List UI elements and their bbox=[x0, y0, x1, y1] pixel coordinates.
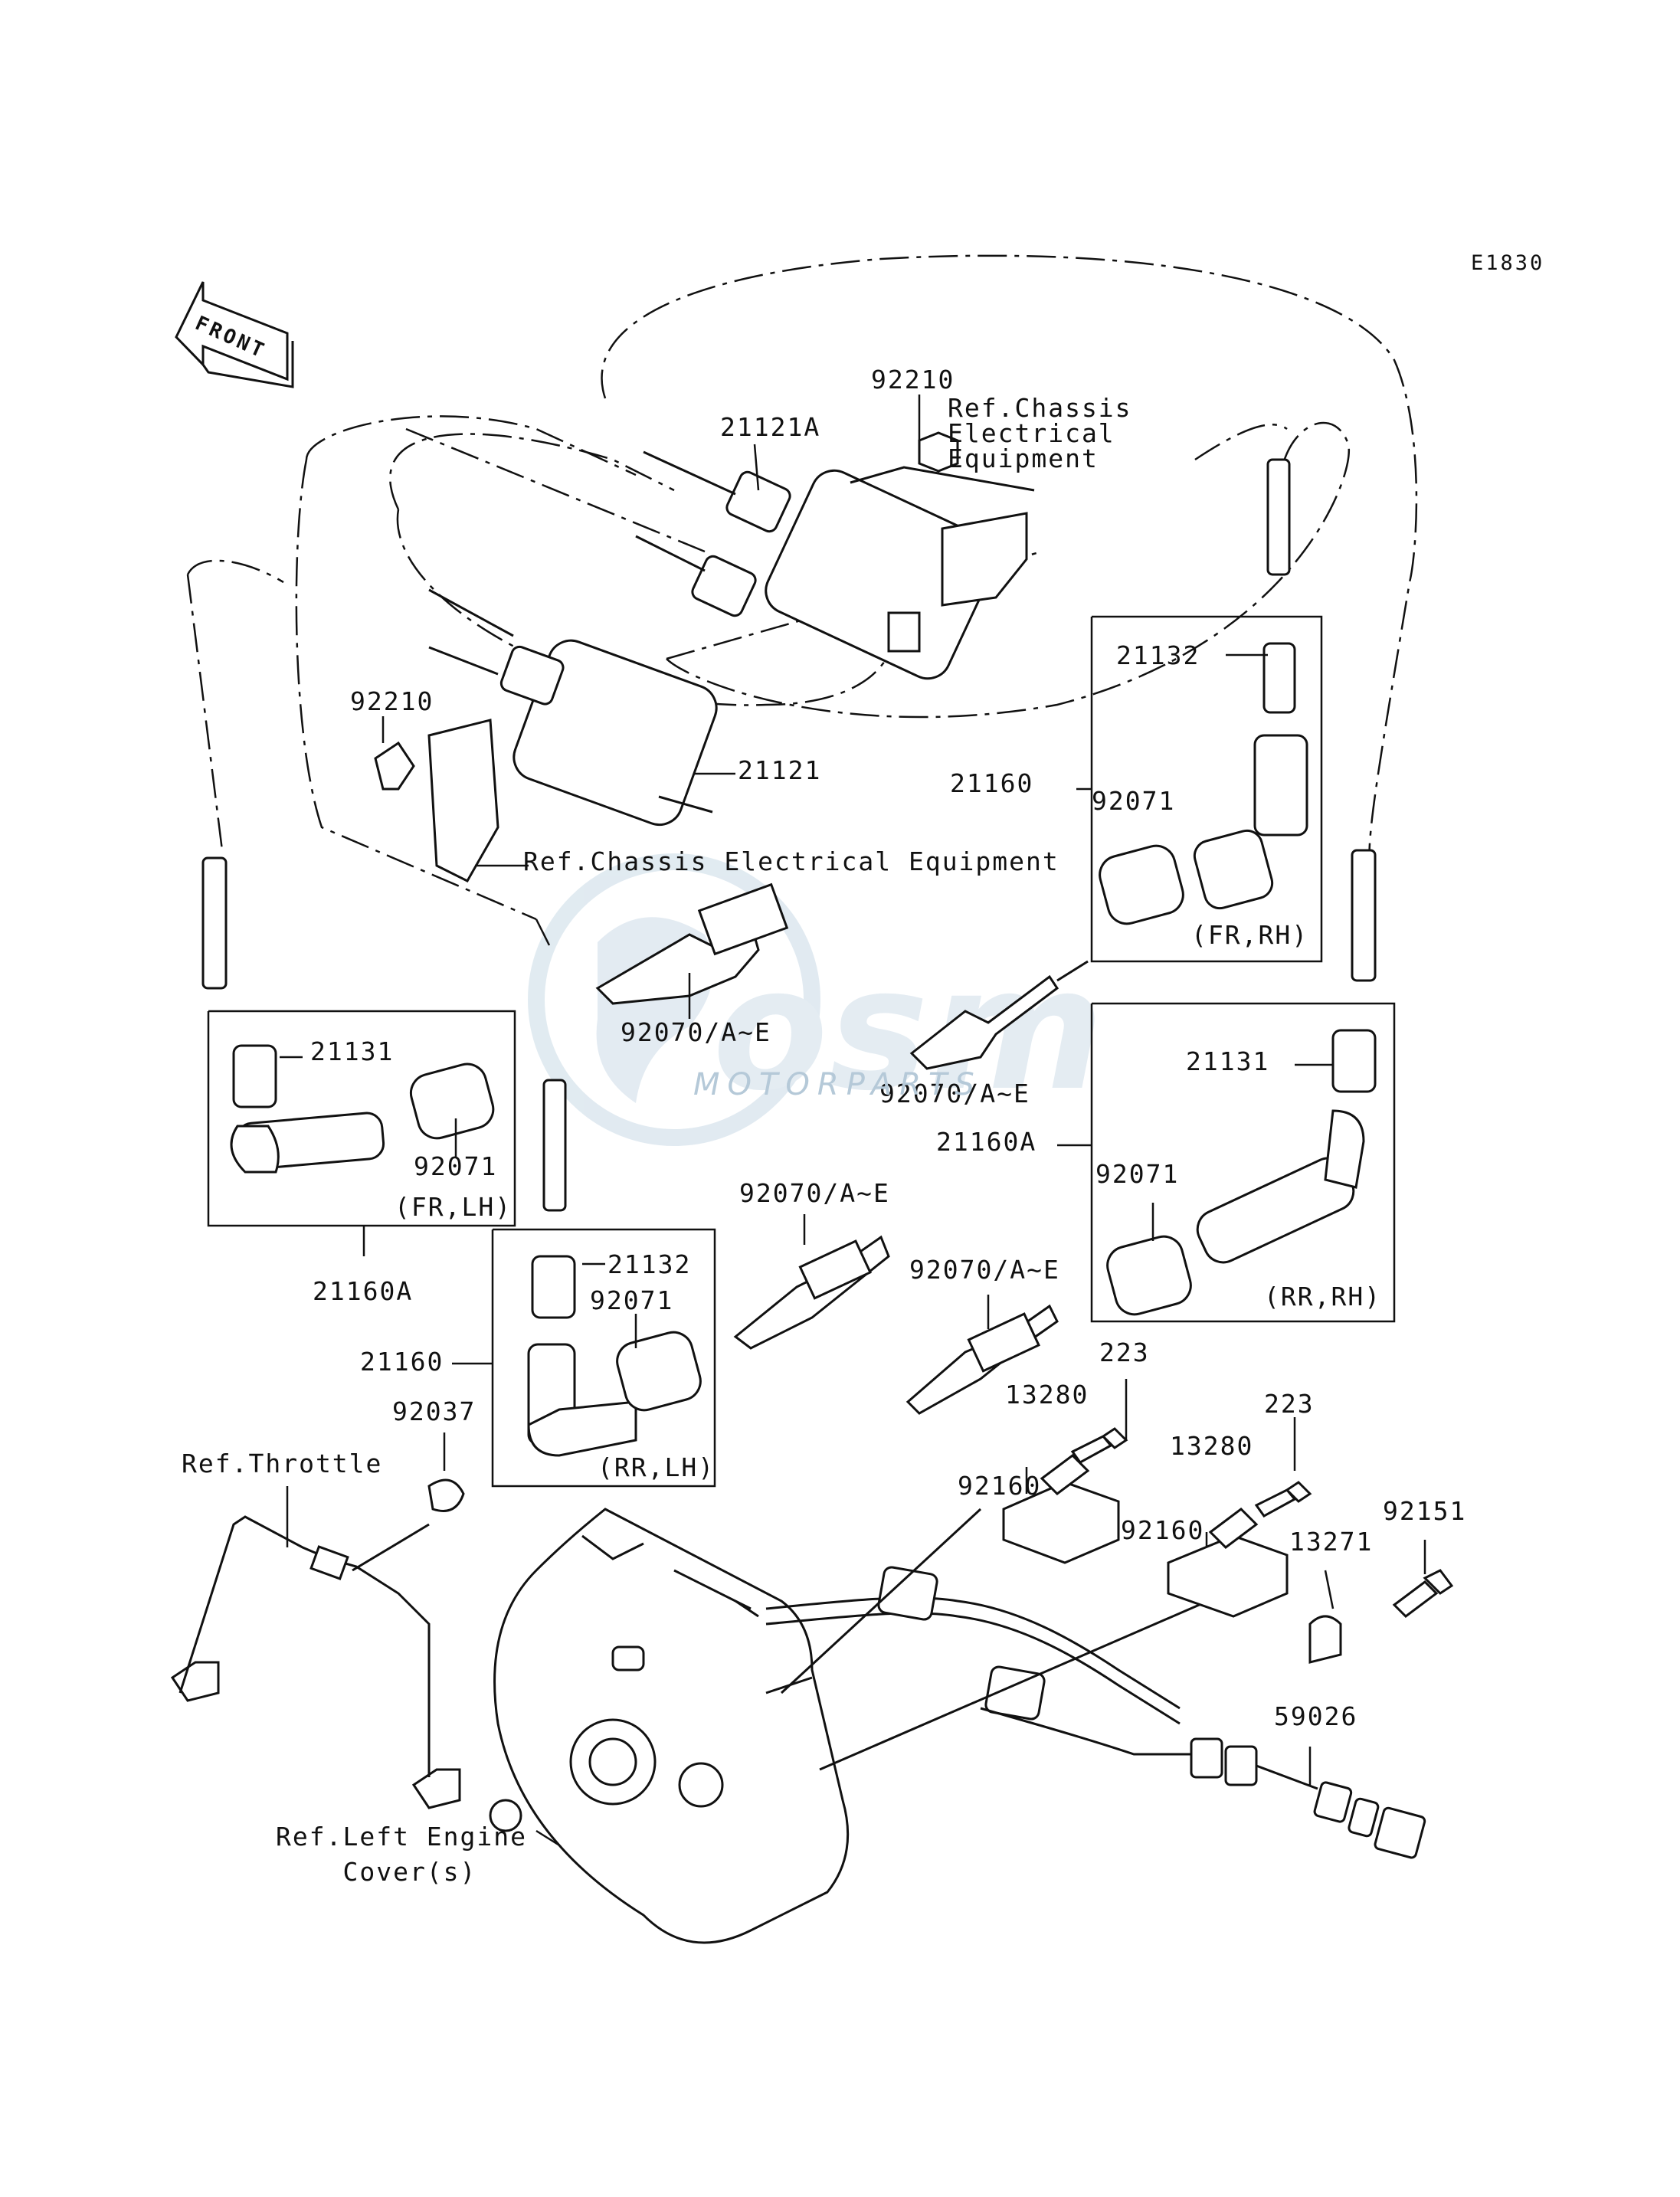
screw-92151-icon bbox=[1392, 1569, 1454, 1618]
watermark-tagline: MOTORPARTS bbox=[693, 1067, 982, 1102]
label-21131-left: 21131 bbox=[310, 1036, 395, 1066]
label-rr-rh: (RR,RH) bbox=[1264, 1282, 1382, 1311]
label-59026: 59026 bbox=[1274, 1701, 1358, 1731]
label-92071-fr-rh: 92071 bbox=[1092, 786, 1176, 816]
bolt-223-b-icon bbox=[1254, 1481, 1312, 1518]
label-92071-rr-lh: 92071 bbox=[590, 1285, 674, 1315]
leader-lines bbox=[280, 395, 1426, 1852]
label-92070-lower-right: 92070/A~E bbox=[909, 1255, 1060, 1285]
throttle-bracket bbox=[170, 1478, 465, 1809]
frame-fr-rh bbox=[1090, 615, 1323, 963]
label-92210-left: 92210 bbox=[350, 686, 434, 716]
label-92070-lower-left: 92070/A~E bbox=[739, 1178, 890, 1208]
label-92151: 92151 bbox=[1383, 1496, 1467, 1526]
spark-plug-center bbox=[595, 882, 789, 1005]
label-92210-top: 92210 bbox=[871, 365, 955, 395]
dashed-outline-top-coil bbox=[389, 254, 1418, 874]
label-fr-rh: (FR,RH) bbox=[1191, 920, 1309, 950]
spark-plug-right bbox=[909, 960, 1089, 1070]
label-21160A-left: 21160A bbox=[313, 1276, 414, 1306]
dashed-lead-rh bbox=[1194, 424, 1288, 461]
plug-cap-21132-low bbox=[527, 1079, 702, 1457]
diagram-code: E1830 bbox=[1471, 251, 1545, 275]
pickup-coil-92160-b bbox=[1167, 1508, 1289, 1618]
svg-text:osm: osm bbox=[712, 932, 1104, 1128]
label-21160A-right: 21160A bbox=[936, 1127, 1037, 1157]
label-92071-rr-rh: 92071 bbox=[1095, 1159, 1180, 1189]
frame-rr-lh bbox=[491, 1228, 716, 1488]
label-21121A: 21121A bbox=[720, 412, 821, 442]
label-92070-right: 92070/A~E bbox=[879, 1079, 1030, 1108]
label-92160-b: 92160 bbox=[1121, 1515, 1205, 1545]
plug-boot-fr-lh bbox=[201, 856, 495, 1174]
frame-rr-rh bbox=[1090, 1002, 1396, 1323]
label-fr-lh: (FR,LH) bbox=[395, 1192, 513, 1222]
label-223-a: 223 bbox=[1099, 1338, 1150, 1367]
label-21121: 21121 bbox=[738, 755, 822, 785]
bolt-223-a-icon bbox=[1070, 1427, 1128, 1464]
dashed-outline-left-coil bbox=[186, 415, 706, 951]
label-21132-top: 21132 bbox=[1116, 640, 1200, 670]
ignition-coil-21121 bbox=[374, 588, 718, 882]
nut-92210-top-icon bbox=[918, 431, 959, 473]
label-92071-fr-lh: 92071 bbox=[414, 1151, 498, 1181]
ref-left-engine-cover[interactable]: Ref.Left Engine Cover(s) bbox=[276, 1822, 528, 1888]
spark-plug-lower-left bbox=[733, 1235, 890, 1350]
ref-chassis-top[interactable]: Ref.Chassis Electrical Equipment bbox=[948, 393, 1132, 473]
pickup-coil-92160-a bbox=[1002, 1454, 1120, 1564]
label-21160-top: 21160 bbox=[950, 768, 1034, 798]
label-rr-lh: (RR,LH) bbox=[598, 1452, 716, 1482]
label-13271: 13271 bbox=[1289, 1527, 1374, 1557]
label-21131-right: 21131 bbox=[1186, 1046, 1270, 1076]
plug-cap-21132-top bbox=[1099, 458, 1308, 925]
front-arrow-icon bbox=[175, 281, 294, 388]
ref-throttle[interactable]: Ref.Throttle bbox=[182, 1449, 383, 1478]
label-92160-a: 92160 bbox=[958, 1471, 1042, 1501]
ref-chassis-mid[interactable]: Ref.Chassis Electrical Equipment bbox=[523, 846, 1059, 876]
label-92070-center: 92070/A~E bbox=[621, 1017, 771, 1047]
label-21160-low: 21160 bbox=[360, 1347, 444, 1377]
ignition-coil-21121A bbox=[635, 450, 1035, 680]
label-21132-low: 21132 bbox=[607, 1249, 692, 1279]
left-engine-cover bbox=[489, 1508, 850, 1944]
label-13280-a: 13280 bbox=[1005, 1380, 1089, 1410]
label-92037: 92037 bbox=[392, 1396, 476, 1426]
label-223-b: 223 bbox=[1264, 1389, 1315, 1419]
label-13280-b: 13280 bbox=[1170, 1431, 1254, 1461]
clamp-13271-icon bbox=[1308, 1615, 1342, 1664]
spark-plug-lower-right bbox=[905, 1304, 1059, 1415]
plug-boot-rr-rh bbox=[1106, 849, 1377, 1316]
stator-wiring bbox=[765, 1508, 1426, 1859]
frame-fr-lh bbox=[207, 1010, 516, 1227]
